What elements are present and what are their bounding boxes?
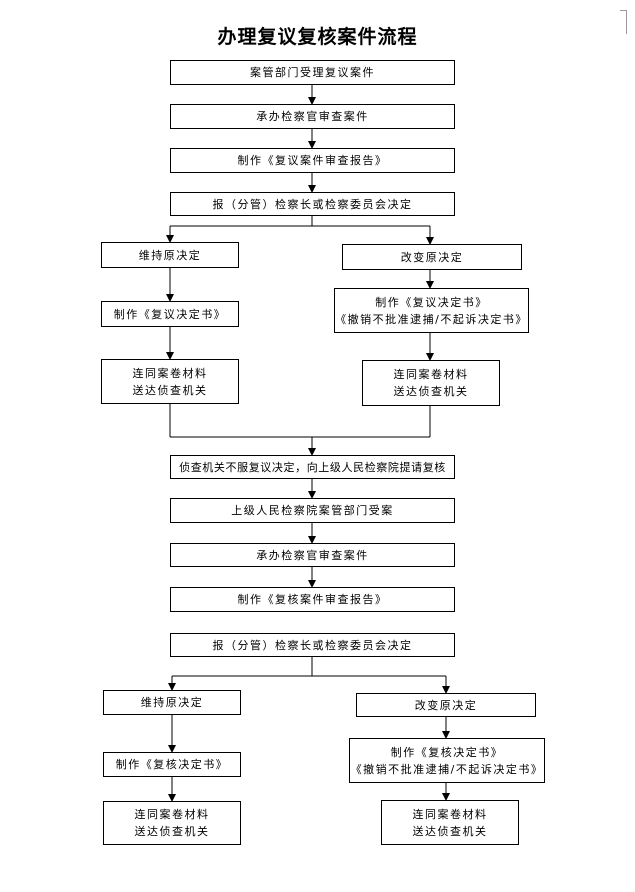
step-keep-decision-2: 维持原决定 [103, 690, 241, 715]
step-label: 制作《复议决定书》 [113, 307, 227, 321]
step-label: 上级人民检察院案管部门受案 [231, 504, 394, 517]
step-label-line: 连同案卷材料 [412, 807, 488, 821]
step-label: 案管部门受理复议案件 [250, 66, 375, 79]
step-keep-decision: 维持原决定 [101, 242, 239, 268]
step-make-review-decision-revoke: 制作《复议决定书》 《撤销不批准逮捕/不起诉决定书》 [334, 288, 529, 333]
step-label: 制作《复议案件审查报告》 [237, 154, 388, 167]
page-edge-mark [626, 10, 627, 34]
step-deliver-files-left: 连同案卷材料 送达侦查机关 [101, 359, 239, 404]
step-label: 报（分管）检察长或检察委员会决定 [212, 638, 413, 652]
step-superior-accept: 上级人民检察院案管部门受案 [170, 498, 455, 523]
step-label-line: 连同案卷材料 [393, 368, 469, 381]
step-accept-review-case: 案管部门受理复议案件 [170, 60, 455, 85]
step-label: 承办检察官审查案件 [256, 110, 369, 123]
step-change-decision: 改变原决定 [342, 244, 522, 270]
step-label: 改变原决定 [400, 250, 464, 264]
step-label-line: 连同案卷材料 [134, 808, 210, 821]
step-request-recheck: 侦查机关不服复议决定，向上级人民检察院提请复核 [170, 455, 455, 479]
step-label: 侦查机关不服复议决定，向上级人民检察院提请复核 [179, 460, 446, 474]
step-change-decision-2: 改变原决定 [356, 693, 536, 717]
step-label-line: 送达侦查机关 [393, 385, 469, 398]
step-label-line: 《撤销不批准逮捕/不起诉决定书》 [335, 312, 528, 326]
step-examine-case-2: 承办检察官审查案件 [170, 543, 455, 567]
step-make-recheck-report: 制作《复核案件审查报告》 [170, 587, 455, 612]
step-label-line: 送达侦查机关 [134, 825, 210, 838]
step-label-line: 制作《复议决定书》 [375, 295, 488, 309]
step-examine-case: 承办检察官审查案件 [170, 104, 455, 129]
step-label-line: 送达侦查机关 [412, 824, 488, 838]
step-label-line: 送达侦查机关 [132, 383, 208, 397]
step-chief-decision: 报（分管）检察长或检察委员会决定 [170, 192, 455, 216]
step-label-line: 制作《复核决定书》 [390, 745, 504, 759]
step-deliver-files-right: 连同案卷材料 送达侦查机关 [362, 360, 500, 406]
step-label: 承办检察官审查案件 [256, 548, 369, 562]
step-deliver-files-left-2: 连同案卷材料 送达侦查机关 [103, 801, 241, 845]
step-deliver-files-right-2: 连同案卷材料 送达侦查机关 [381, 800, 519, 845]
step-label: 制作《复核案件审查报告》 [237, 593, 388, 606]
page-edge-tick [620, 10, 626, 11]
step-label-line: 《撤销不批准逮捕/不起诉决定书》 [350, 762, 544, 776]
step-make-recheck-decision: 制作《复核决定书》 [103, 752, 241, 777]
step-make-review-report: 制作《复议案件审查报告》 [170, 148, 455, 173]
step-label: 报（分管）检察长或检察委员会决定 [212, 197, 413, 211]
step-label: 制作《复核决定书》 [115, 758, 229, 771]
step-chief-decision-2: 报（分管）检察长或检察委员会决定 [170, 633, 455, 657]
step-label: 维持原决定 [138, 248, 202, 262]
step-make-recheck-decision-revoke: 制作《复核决定书》 《撤销不批准逮捕/不起诉决定书》 [349, 738, 545, 783]
step-make-review-decision: 制作《复议决定书》 [101, 301, 239, 327]
step-label: 改变原决定 [414, 698, 478, 712]
step-label: 维持原决定 [140, 696, 204, 709]
page-title: 办理复议复核案件流程 [217, 26, 418, 48]
step-label-line: 连同案卷材料 [132, 366, 208, 380]
